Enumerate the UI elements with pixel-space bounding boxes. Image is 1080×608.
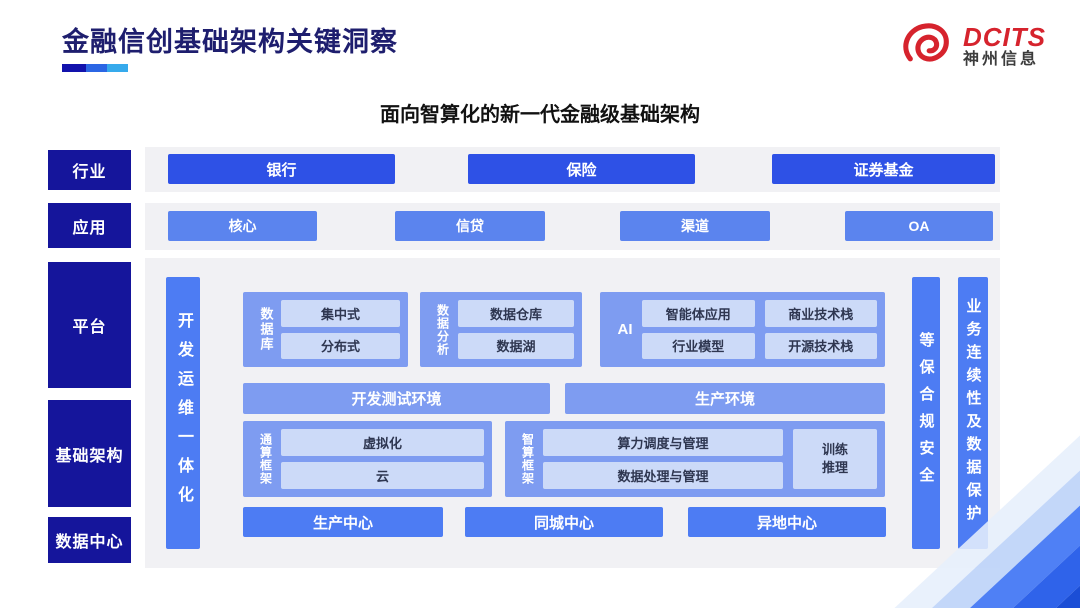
general-fw-item-cloud: 云 bbox=[281, 462, 484, 489]
app-item-credit: 信贷 bbox=[395, 211, 545, 241]
database-item-distributed: 分布式 bbox=[281, 332, 400, 359]
business-continuity-bar: 业务连续性及数据保护 bbox=[958, 277, 988, 549]
layer-label-industry: 行业 bbox=[48, 150, 131, 190]
ai-item-industry-models: 行业模型 bbox=[642, 332, 755, 359]
database-item-centralized: 集中式 bbox=[281, 300, 400, 327]
company-logo: DCITS 神州信息 bbox=[897, 18, 1046, 75]
logo-company-text: 神州信息 bbox=[963, 50, 1040, 68]
analytics-item-warehouse: 数据仓库 bbox=[458, 300, 574, 327]
underline-segment-dark bbox=[62, 64, 86, 72]
industry-item-insurance: 保险 bbox=[468, 154, 695, 184]
analytics-group-label: 数据分析 bbox=[435, 303, 450, 356]
analytics-item-lake: 数据湖 bbox=[458, 332, 574, 359]
ai-group: AI 智能体应用 商业技术栈 行业模型 开源技术栈 bbox=[600, 292, 885, 367]
layer-label-application: 应用 bbox=[48, 203, 131, 248]
ai-item-opensource-stack: 开源技术栈 bbox=[764, 332, 877, 359]
security-compliance-bar: 等保合规安全 bbox=[912, 277, 940, 549]
industry-item-securities: 证券基金 bbox=[772, 154, 995, 184]
layer-label-infrastructure: 基础架构 bbox=[48, 400, 131, 507]
title-underline bbox=[62, 64, 128, 72]
center-remote: 异地中心 bbox=[688, 507, 886, 537]
industry-strip: 银行 保险 证券基金 bbox=[145, 147, 1000, 192]
center-production: 生产中心 bbox=[243, 507, 443, 537]
database-group-label: 数据库 bbox=[258, 307, 274, 352]
ai-group-label: AI bbox=[617, 321, 633, 338]
layer-label-datacenter: 数据中心 bbox=[48, 517, 131, 563]
app-item-core: 核心 bbox=[168, 211, 317, 241]
application-strip: 核心 信贷 渠道 OA bbox=[145, 203, 1000, 250]
ai-item-agent-apps: 智能体应用 bbox=[642, 300, 755, 327]
platform-panel: 开发运维一体化 数据库 集中式 分布式 数据分析 数据仓库 数据湖 AI bbox=[145, 258, 1000, 568]
ai-item-commercial-stack: 商业技术栈 bbox=[764, 300, 877, 327]
app-item-channel: 渠道 bbox=[620, 211, 770, 241]
ai-fw-item-data-processing: 数据处理与管理 bbox=[543, 462, 783, 489]
logo-brand-text: DCITS bbox=[963, 22, 1046, 53]
swirl-logo-icon bbox=[897, 18, 955, 75]
general-framework-label: 通算框架 bbox=[258, 433, 273, 485]
center-same-city: 同城中心 bbox=[465, 507, 663, 537]
env-production: 生产环境 bbox=[565, 383, 885, 414]
diagram-subtitle: 面向智算化的新一代金融级基础架构 bbox=[380, 104, 700, 126]
analytics-group: 数据分析 数据仓库 数据湖 bbox=[420, 292, 582, 367]
general-framework-group: 通算框架 虚拟化 云 bbox=[243, 421, 492, 497]
industry-item-bank: 银行 bbox=[168, 154, 395, 184]
layer-label-platform: 平台 bbox=[48, 262, 131, 388]
env-dev-test: 开发测试环境 bbox=[243, 383, 550, 414]
app-item-oa: OA bbox=[845, 211, 993, 241]
database-group: 数据库 集中式 分布式 bbox=[243, 292, 408, 367]
general-fw-item-virtualization: 虚拟化 bbox=[281, 429, 484, 456]
devops-vertical-bar: 开发运维一体化 bbox=[166, 277, 200, 549]
ai-framework-label: 智算框架 bbox=[520, 433, 535, 485]
ai-fw-item-compute-scheduling: 算力调度与管理 bbox=[543, 429, 783, 456]
underline-segment-light bbox=[107, 64, 128, 72]
ai-framework-group: 智算框架 算力调度与管理 数据处理与管理 训练 推理 bbox=[505, 421, 885, 497]
underline-segment-medium bbox=[86, 64, 107, 72]
page-title: 金融信创基础架构关键洞察 bbox=[62, 27, 398, 57]
ai-fw-item-training-inference: 训练 推理 bbox=[793, 429, 877, 489]
